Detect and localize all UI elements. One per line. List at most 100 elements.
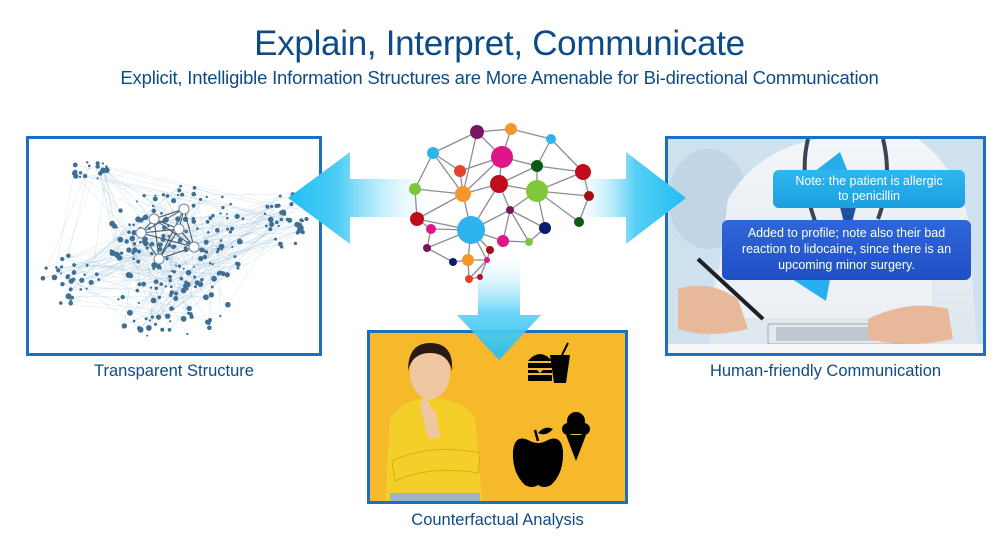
graph-edge xyxy=(139,196,208,284)
graph-edge xyxy=(67,220,290,277)
graph-edge xyxy=(144,193,303,196)
graph-edge xyxy=(193,229,300,268)
graph-edge xyxy=(99,173,117,253)
graph-hub-node xyxy=(153,253,165,265)
graph-edge xyxy=(168,195,281,237)
graph-edge xyxy=(165,213,266,221)
graph-node xyxy=(191,203,196,208)
graph-edge xyxy=(208,215,214,323)
graph-node xyxy=(86,161,89,164)
graph-node xyxy=(299,218,304,223)
graph-edge xyxy=(73,226,169,266)
graph-edge xyxy=(140,220,192,318)
graph-node xyxy=(182,267,185,270)
graph-node xyxy=(128,223,131,226)
graph-node xyxy=(279,217,284,222)
graph-node xyxy=(208,216,213,221)
graph-edge xyxy=(60,246,174,274)
graph-node xyxy=(82,173,88,179)
graph-node xyxy=(169,306,174,311)
graph-node xyxy=(146,334,149,337)
graph-edge xyxy=(148,279,203,329)
graph-edge xyxy=(97,178,192,315)
graph-edge xyxy=(84,274,160,298)
brain-node xyxy=(575,164,591,180)
graph-node xyxy=(126,247,132,253)
graph-node xyxy=(180,287,187,294)
graph-edge xyxy=(133,219,288,322)
graph-edge xyxy=(121,252,175,273)
graph-edge xyxy=(81,260,161,281)
graph-node xyxy=(60,256,65,262)
graph-node xyxy=(139,240,142,244)
graph-node xyxy=(203,294,209,301)
graph-node xyxy=(198,256,204,262)
brain-node xyxy=(506,206,514,214)
graph-edge xyxy=(227,213,285,230)
graph-edge xyxy=(232,220,303,248)
graph-edge xyxy=(164,227,186,287)
graph-edge xyxy=(146,247,153,318)
brain-node xyxy=(486,246,494,254)
graph-edge xyxy=(99,173,218,253)
graph-node xyxy=(164,285,167,288)
graph-node xyxy=(221,195,224,199)
graph-edge xyxy=(61,166,98,268)
graph-edge xyxy=(91,274,228,283)
human-friendly-caption: Human-friendly Communication xyxy=(709,362,942,380)
graph-edge xyxy=(68,255,186,287)
graph-edge xyxy=(102,168,154,301)
graph-edge xyxy=(267,206,303,233)
graph-node xyxy=(137,301,140,304)
graph-node xyxy=(233,255,237,259)
graph-node xyxy=(229,226,235,231)
graph-node xyxy=(215,250,219,254)
graph-node xyxy=(157,295,162,300)
graph-edge xyxy=(97,166,272,207)
graph-hub-node xyxy=(148,213,160,225)
graph-node xyxy=(109,220,116,227)
graph-edge xyxy=(160,246,233,269)
brain-node xyxy=(410,212,424,226)
graph-edge xyxy=(173,262,238,309)
graph-edge xyxy=(124,253,134,327)
graph-edge xyxy=(80,172,288,220)
graph-node xyxy=(44,266,48,270)
graph-node xyxy=(226,227,230,231)
graph-node xyxy=(165,194,170,198)
graph-node xyxy=(164,216,169,221)
graph-node xyxy=(103,167,110,174)
brain-node xyxy=(491,146,513,168)
graph-edge xyxy=(175,265,187,283)
graph-node xyxy=(153,279,159,285)
graph-node xyxy=(132,223,135,227)
graph-edge xyxy=(90,170,107,283)
graph-edge xyxy=(62,283,206,298)
graph-node xyxy=(265,224,268,228)
network-graph-image xyxy=(40,161,314,337)
reply-line-2: reaction to lidocaine, since there is an xyxy=(741,242,952,256)
brain-edge xyxy=(509,209,530,243)
counterfactual-caption: Counterfactual Analysis xyxy=(411,511,584,529)
graph-node xyxy=(241,217,245,221)
graph-node xyxy=(164,313,171,319)
graph-node xyxy=(56,268,61,273)
graph-node xyxy=(127,230,131,234)
graph-node xyxy=(207,325,212,331)
graph-node xyxy=(168,278,172,283)
graph-node xyxy=(219,315,222,318)
graph-node xyxy=(132,247,138,253)
graph-edge xyxy=(160,248,186,285)
graph-edge xyxy=(120,232,298,240)
graph-node xyxy=(183,246,188,251)
graph-edge xyxy=(68,255,85,275)
graph-edge xyxy=(132,252,162,285)
graph-edge xyxy=(166,221,208,260)
brain-node xyxy=(457,216,485,244)
graph-hub-node xyxy=(188,241,200,253)
graph-node xyxy=(71,270,77,275)
graph-edge xyxy=(200,199,271,230)
brain-node xyxy=(465,275,473,283)
graph-edge xyxy=(56,267,140,329)
graph-node xyxy=(216,271,221,276)
